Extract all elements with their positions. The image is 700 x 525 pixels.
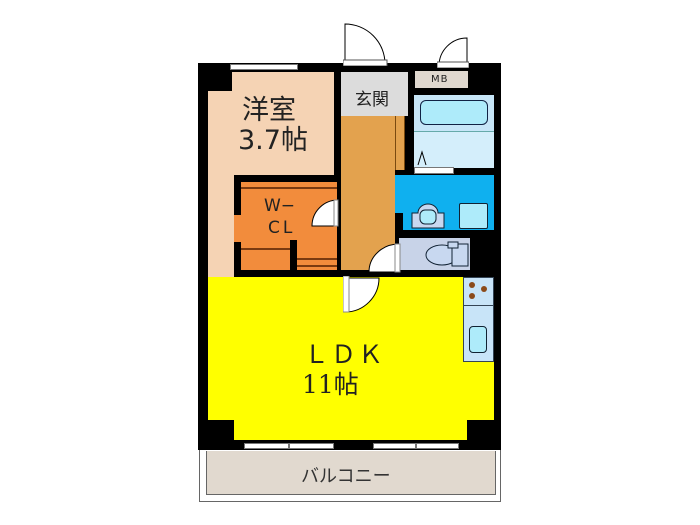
- washing-machine-icon: [459, 203, 488, 229]
- hallway: [341, 115, 395, 270]
- window-ldk-left: [244, 443, 289, 449]
- ldk-size: 11帖: [302, 370, 359, 399]
- western-room-size: 3.7帖: [238, 125, 308, 156]
- burner-icon: [469, 282, 475, 288]
- ldk-fill: [234, 420, 467, 440]
- bathroom-door: [414, 167, 454, 174]
- meter-box-door-icon: [437, 37, 469, 68]
- hallway-shoe-cabinet: [395, 115, 405, 170]
- bathtub-icon: [420, 100, 488, 125]
- wall-corner: [198, 420, 234, 450]
- wic-partition: [290, 240, 297, 272]
- wic-opening: [234, 215, 241, 242]
- meter-box-label: MB: [431, 74, 449, 85]
- ldk-name: ＬＤＫ: [304, 340, 386, 369]
- wic-name-line2: CL: [268, 218, 296, 238]
- window-ldk-right: [373, 443, 416, 449]
- entrance-door-icon: [343, 23, 388, 66]
- wic-name-line1: W−: [264, 196, 296, 216]
- toilet-wall: [395, 230, 494, 238]
- stove-icon: [463, 277, 494, 306]
- burner-icon: [469, 293, 475, 299]
- window-ldk-left: [289, 443, 334, 449]
- kitchen-counter: [463, 277, 494, 362]
- wic-shelf: [241, 248, 291, 250]
- ldk-door-icon: [343, 276, 380, 313]
- window-western: [230, 64, 298, 70]
- room-entrance: [341, 72, 408, 116]
- window-ldk-right: [416, 443, 459, 449]
- meter-box: [415, 71, 468, 88]
- balcony-name: バルコニー: [301, 466, 391, 487]
- kitchen-sink-icon: [469, 326, 487, 353]
- wic-shelf: [297, 265, 337, 267]
- toilet-door-icon: [368, 243, 401, 273]
- faucet-icon: [417, 150, 427, 166]
- wall-corner: [467, 420, 501, 450]
- wall-corner: [198, 63, 232, 91]
- wic-shelf: [297, 258, 337, 260]
- washbasin-icon: [411, 203, 445, 229]
- wic-door-icon: [311, 199, 339, 227]
- burner-icon: [481, 286, 487, 292]
- western-room-name: 洋室: [242, 95, 296, 126]
- wic-shelf: [241, 187, 337, 189]
- entrance-name: 玄関: [355, 90, 389, 110]
- washroom-wall: [395, 213, 403, 230]
- balcony: [206, 451, 496, 495]
- toilet-icon: [425, 241, 469, 267]
